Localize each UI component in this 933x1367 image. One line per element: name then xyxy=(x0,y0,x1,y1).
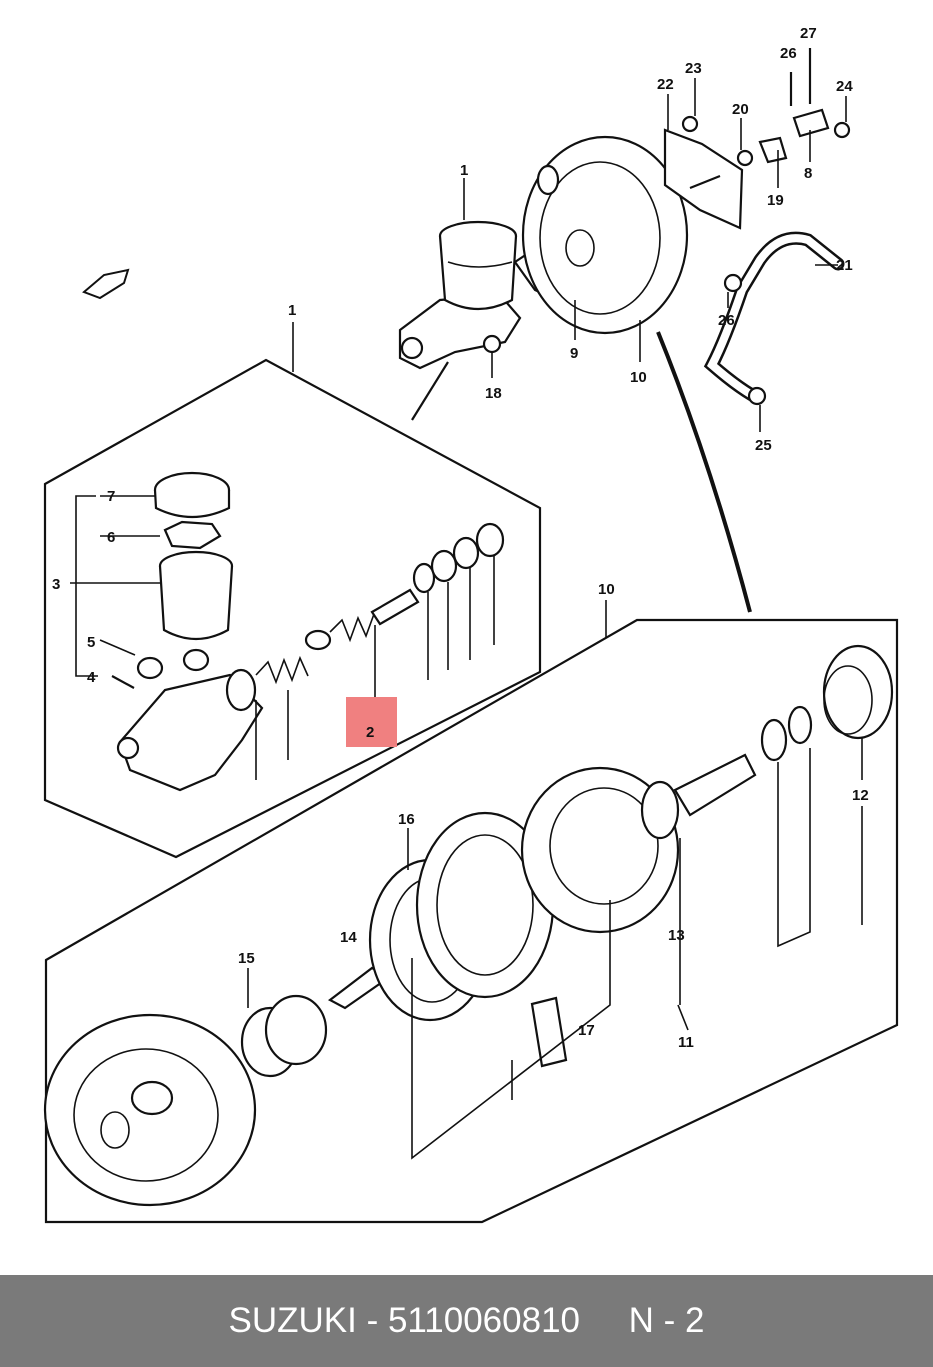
callouts: 1 1 2 3 4 5 6 7 8 9 10 10 11 12 13 14 15… xyxy=(52,25,869,1051)
callout-22: 22 xyxy=(657,76,674,93)
highlight-box xyxy=(346,697,397,747)
callout-6: 6 xyxy=(107,529,115,546)
callout-11: 11 xyxy=(678,1034,694,1051)
top-assembly xyxy=(82,48,851,613)
callout-20: 20 xyxy=(732,101,749,118)
brand-label: SUZUKI xyxy=(228,1301,357,1340)
callout-1-top: 1 xyxy=(460,162,468,179)
callout-14: 14 xyxy=(340,929,357,946)
callout-26-lower: 26 xyxy=(718,312,735,329)
callout-18: 18 xyxy=(485,385,502,402)
callout-24: 24 xyxy=(836,78,853,95)
callout-7: 7 xyxy=(107,488,115,505)
callout-21: 21 xyxy=(836,257,853,274)
callout-15: 15 xyxy=(238,950,255,967)
callout-2: 2 xyxy=(366,724,374,741)
callout-27: 27 xyxy=(800,25,817,42)
master-cylinder-box xyxy=(43,322,542,859)
callout-12: 12 xyxy=(852,787,869,804)
callout-26-left: 26 xyxy=(780,45,797,62)
part-info-footer: SUZUKI - 5110060810 N - 2 xyxy=(0,1275,933,1367)
callout-10-box: 10 xyxy=(598,581,615,598)
callout-23: 23 xyxy=(685,60,702,77)
callout-25-lower: 25 xyxy=(755,437,772,454)
callout-1-box: 1 xyxy=(288,302,296,319)
callout-17: 17 xyxy=(578,1022,595,1039)
callout-5: 5 xyxy=(87,634,95,651)
callout-10-top: 10 xyxy=(630,369,647,386)
front-arrow-icon xyxy=(82,268,130,300)
callout-4: 4 xyxy=(87,669,96,686)
callout-3: 3 xyxy=(52,576,60,593)
gap xyxy=(580,1301,629,1341)
booster-box xyxy=(43,600,899,1224)
callout-9: 9 xyxy=(570,345,578,362)
callout-8: 8 xyxy=(804,165,812,182)
callout-19: 19 xyxy=(767,192,784,209)
callout-16: 16 xyxy=(398,811,415,828)
separator: - xyxy=(356,1301,388,1340)
page-code: N - 2 xyxy=(628,1301,705,1340)
part-number: 5110060810 xyxy=(387,1301,581,1340)
callout-13: 13 xyxy=(668,927,685,944)
parts-diagram: 1 1 2 3 4 5 6 7 8 9 10 10 11 12 13 14 15… xyxy=(43,25,899,1224)
